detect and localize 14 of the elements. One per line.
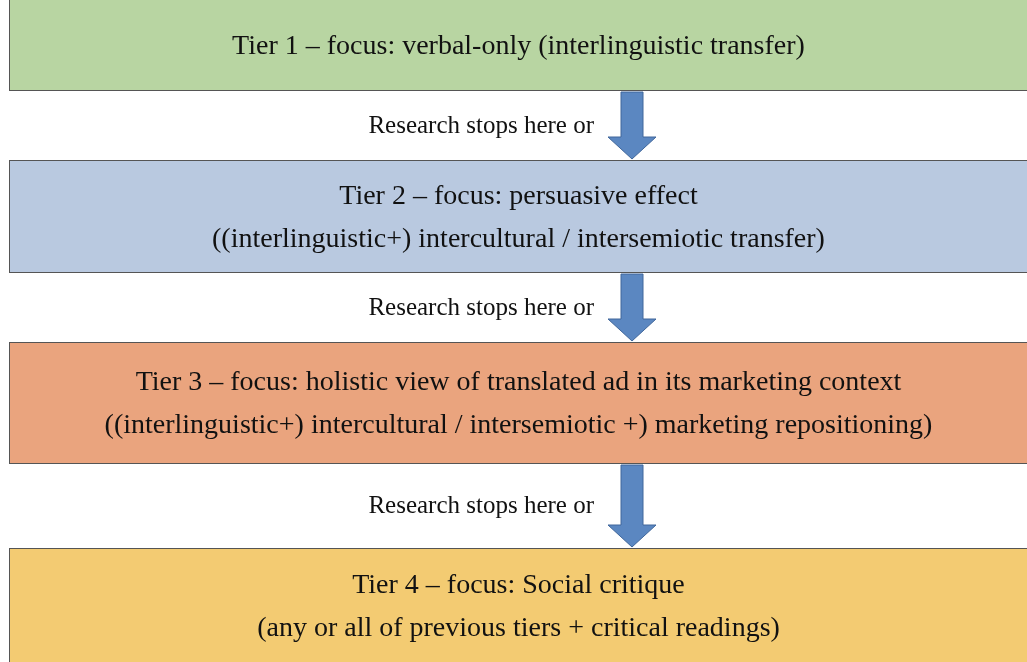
block-arrow xyxy=(607,91,657,160)
tier-text: ((interlinguistic+) intercultural / intersemiotic +) marketing repositioning) xyxy=(104,409,933,440)
tier-text: Tier 1 – focus: verbal-only (interlinguistic transfer) xyxy=(232,29,805,61)
tier-text: (any or all of previous tiers + critical readings) xyxy=(257,611,780,643)
tier-text: ((interlinguistic+) intercultural / intersemiotic transfer) xyxy=(212,222,825,254)
tier-text: Tier 3 – focus: holistic view of translated ad in its marketing context xyxy=(135,366,902,397)
tier-box xyxy=(9,548,1027,662)
tier-text: Tier 2 – focus: persuasive effect xyxy=(339,179,698,211)
tier-text: Tier 4 – focus: Social critique xyxy=(352,568,685,600)
tier-box xyxy=(9,160,1027,273)
block-arrow xyxy=(607,273,657,342)
block-arrow xyxy=(607,464,657,548)
tier-box xyxy=(9,0,1027,91)
tier-box xyxy=(9,342,1027,464)
